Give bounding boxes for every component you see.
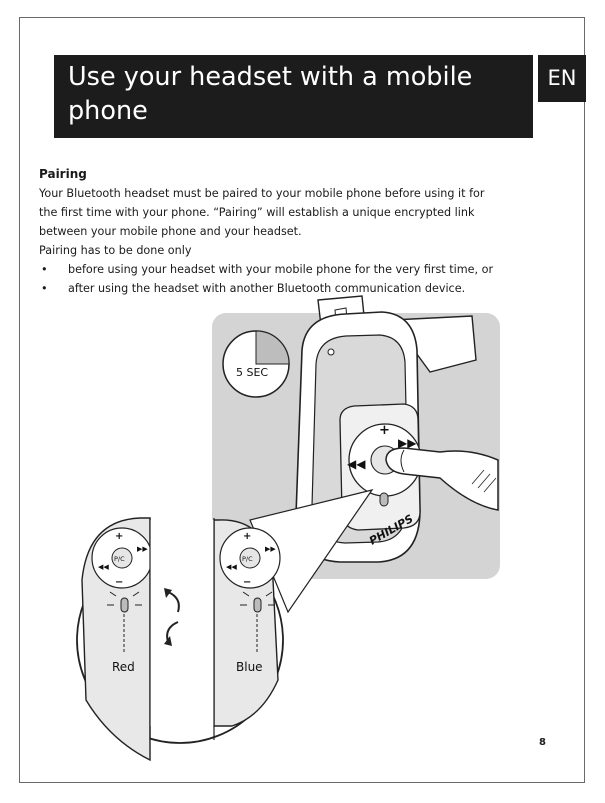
previous-track-icon: ◀◀ — [98, 563, 109, 571]
page-frame — [19, 17, 585, 783]
page-title: Use your headset with a mobile phone — [68, 60, 518, 128]
play-call-button-label: P/C — [242, 555, 253, 563]
volume-up-icon: + — [115, 531, 123, 542]
led-blue-label: Blue — [236, 660, 263, 674]
finger-illustration — [385, 447, 499, 511]
volume-up-icon: + — [379, 423, 390, 438]
next-track-icon: ▶▶ — [398, 436, 417, 450]
timer-label: 5 SEC — [236, 366, 268, 379]
language-tab: EN — [538, 55, 586, 102]
volume-down-icon: − — [115, 577, 123, 588]
bullet-icon: • — [41, 282, 48, 295]
led-red-label: Red — [112, 660, 135, 674]
play-call-button-label: P/C — [114, 555, 125, 563]
list-item-text: before using your headset with your mobi… — [68, 263, 494, 276]
next-track-icon: ▶▶ — [137, 545, 148, 553]
title-line-2: phone — [68, 96, 148, 126]
bullet-list: • before using your headset with your mob… — [39, 260, 559, 298]
list-item-text: after using the headset with another Blu… — [68, 282, 466, 295]
previous-track-icon: ◀◀ — [347, 457, 366, 471]
led-blink-icon — [107, 591, 275, 606]
list-item: • after using the headset with another Bl… — [39, 279, 559, 298]
bullet-icon: • — [41, 263, 48, 276]
previous-track-icon: ◀◀ — [226, 563, 237, 571]
title-bar — [54, 55, 533, 138]
section-heading: Pairing — [39, 167, 87, 181]
list-item: • before using your headset with your mob… — [39, 260, 559, 279]
paragraph-line: Pairing has to be done only — [39, 244, 192, 257]
title-line-1: Use your headset with a mobile — [68, 62, 473, 92]
pairing-section: Pairing Your Bluetooth headset must be p… — [39, 165, 559, 298]
paragraph-line: Your Bluetooth headset must be paired to… — [39, 187, 485, 200]
volume-up-icon: + — [243, 531, 251, 542]
paragraph-line: between your mobile phone and your heads… — [39, 225, 302, 238]
page-number: 8 — [539, 737, 546, 748]
next-track-icon: ▶▶ — [265, 545, 276, 553]
paragraph-line: the first time with your phone. “Pairing… — [39, 206, 475, 219]
volume-down-icon: − — [243, 577, 251, 588]
